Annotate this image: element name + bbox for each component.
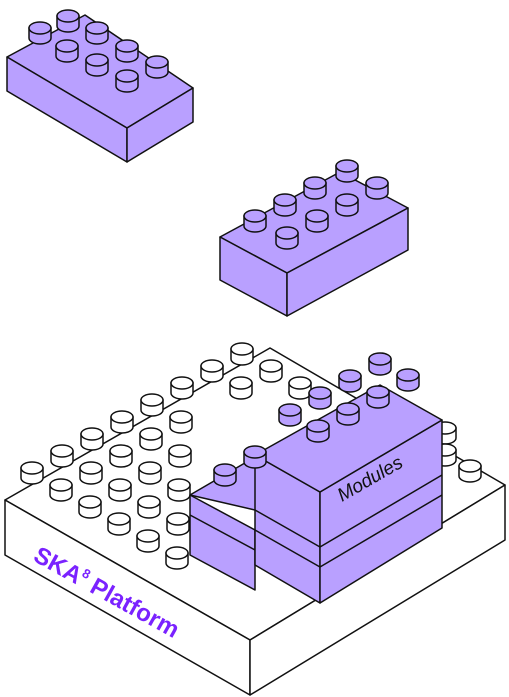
platform-stud <box>139 462 161 484</box>
platform-stud <box>108 513 130 535</box>
platform-stud <box>79 496 101 518</box>
platform-stud <box>50 479 72 501</box>
platform-stud <box>21 462 43 484</box>
platform-stud <box>171 377 193 399</box>
platform-stud <box>138 496 160 518</box>
platform-stud <box>110 445 132 467</box>
brick1-stud <box>116 70 138 92</box>
tower-stud <box>307 420 329 442</box>
platform-stud <box>230 377 252 399</box>
platform-stud <box>109 479 131 501</box>
tower-stud <box>339 370 361 392</box>
tower-stud <box>244 446 266 468</box>
platform-stud <box>137 530 159 552</box>
platform-stud <box>141 394 163 416</box>
platform-stud <box>166 547 188 569</box>
brick1-stud <box>56 40 78 62</box>
brick1-stud <box>29 22 51 44</box>
brick2-stud <box>336 194 358 216</box>
platform-stud <box>167 513 189 535</box>
brick2-stud <box>276 227 298 249</box>
platform-stud <box>231 343 253 365</box>
tower-stud <box>337 403 359 425</box>
platform-stud <box>51 445 73 467</box>
brick2-stud <box>274 194 296 216</box>
brick2-stud <box>304 177 326 199</box>
brick1-stud <box>116 40 138 62</box>
tower-stud <box>367 386 389 408</box>
platform-stud <box>289 377 311 399</box>
tower-stud <box>397 369 419 391</box>
brick1-stud <box>146 56 168 78</box>
platform-stud <box>140 428 162 450</box>
platform-stud <box>169 445 191 467</box>
platform-stud <box>111 411 133 433</box>
tower-stud <box>369 353 391 375</box>
platform-stud <box>80 462 102 484</box>
platform-stud <box>260 360 282 382</box>
tower-stud <box>214 464 236 486</box>
brick2-stud <box>306 210 328 232</box>
brick1-stud <box>86 54 108 76</box>
brick2-stud <box>336 160 358 182</box>
brick2-stud <box>366 177 388 199</box>
brick1-stud <box>57 10 79 32</box>
tower-stud <box>279 404 301 426</box>
platform-stud <box>170 411 192 433</box>
brick1-stud <box>86 22 108 44</box>
platform-stud <box>168 479 190 501</box>
tower-stud <box>309 387 331 409</box>
platform-stud <box>81 428 103 450</box>
platform-stud <box>459 460 481 482</box>
brick2-stud <box>244 210 266 232</box>
platform-stud <box>201 360 223 382</box>
